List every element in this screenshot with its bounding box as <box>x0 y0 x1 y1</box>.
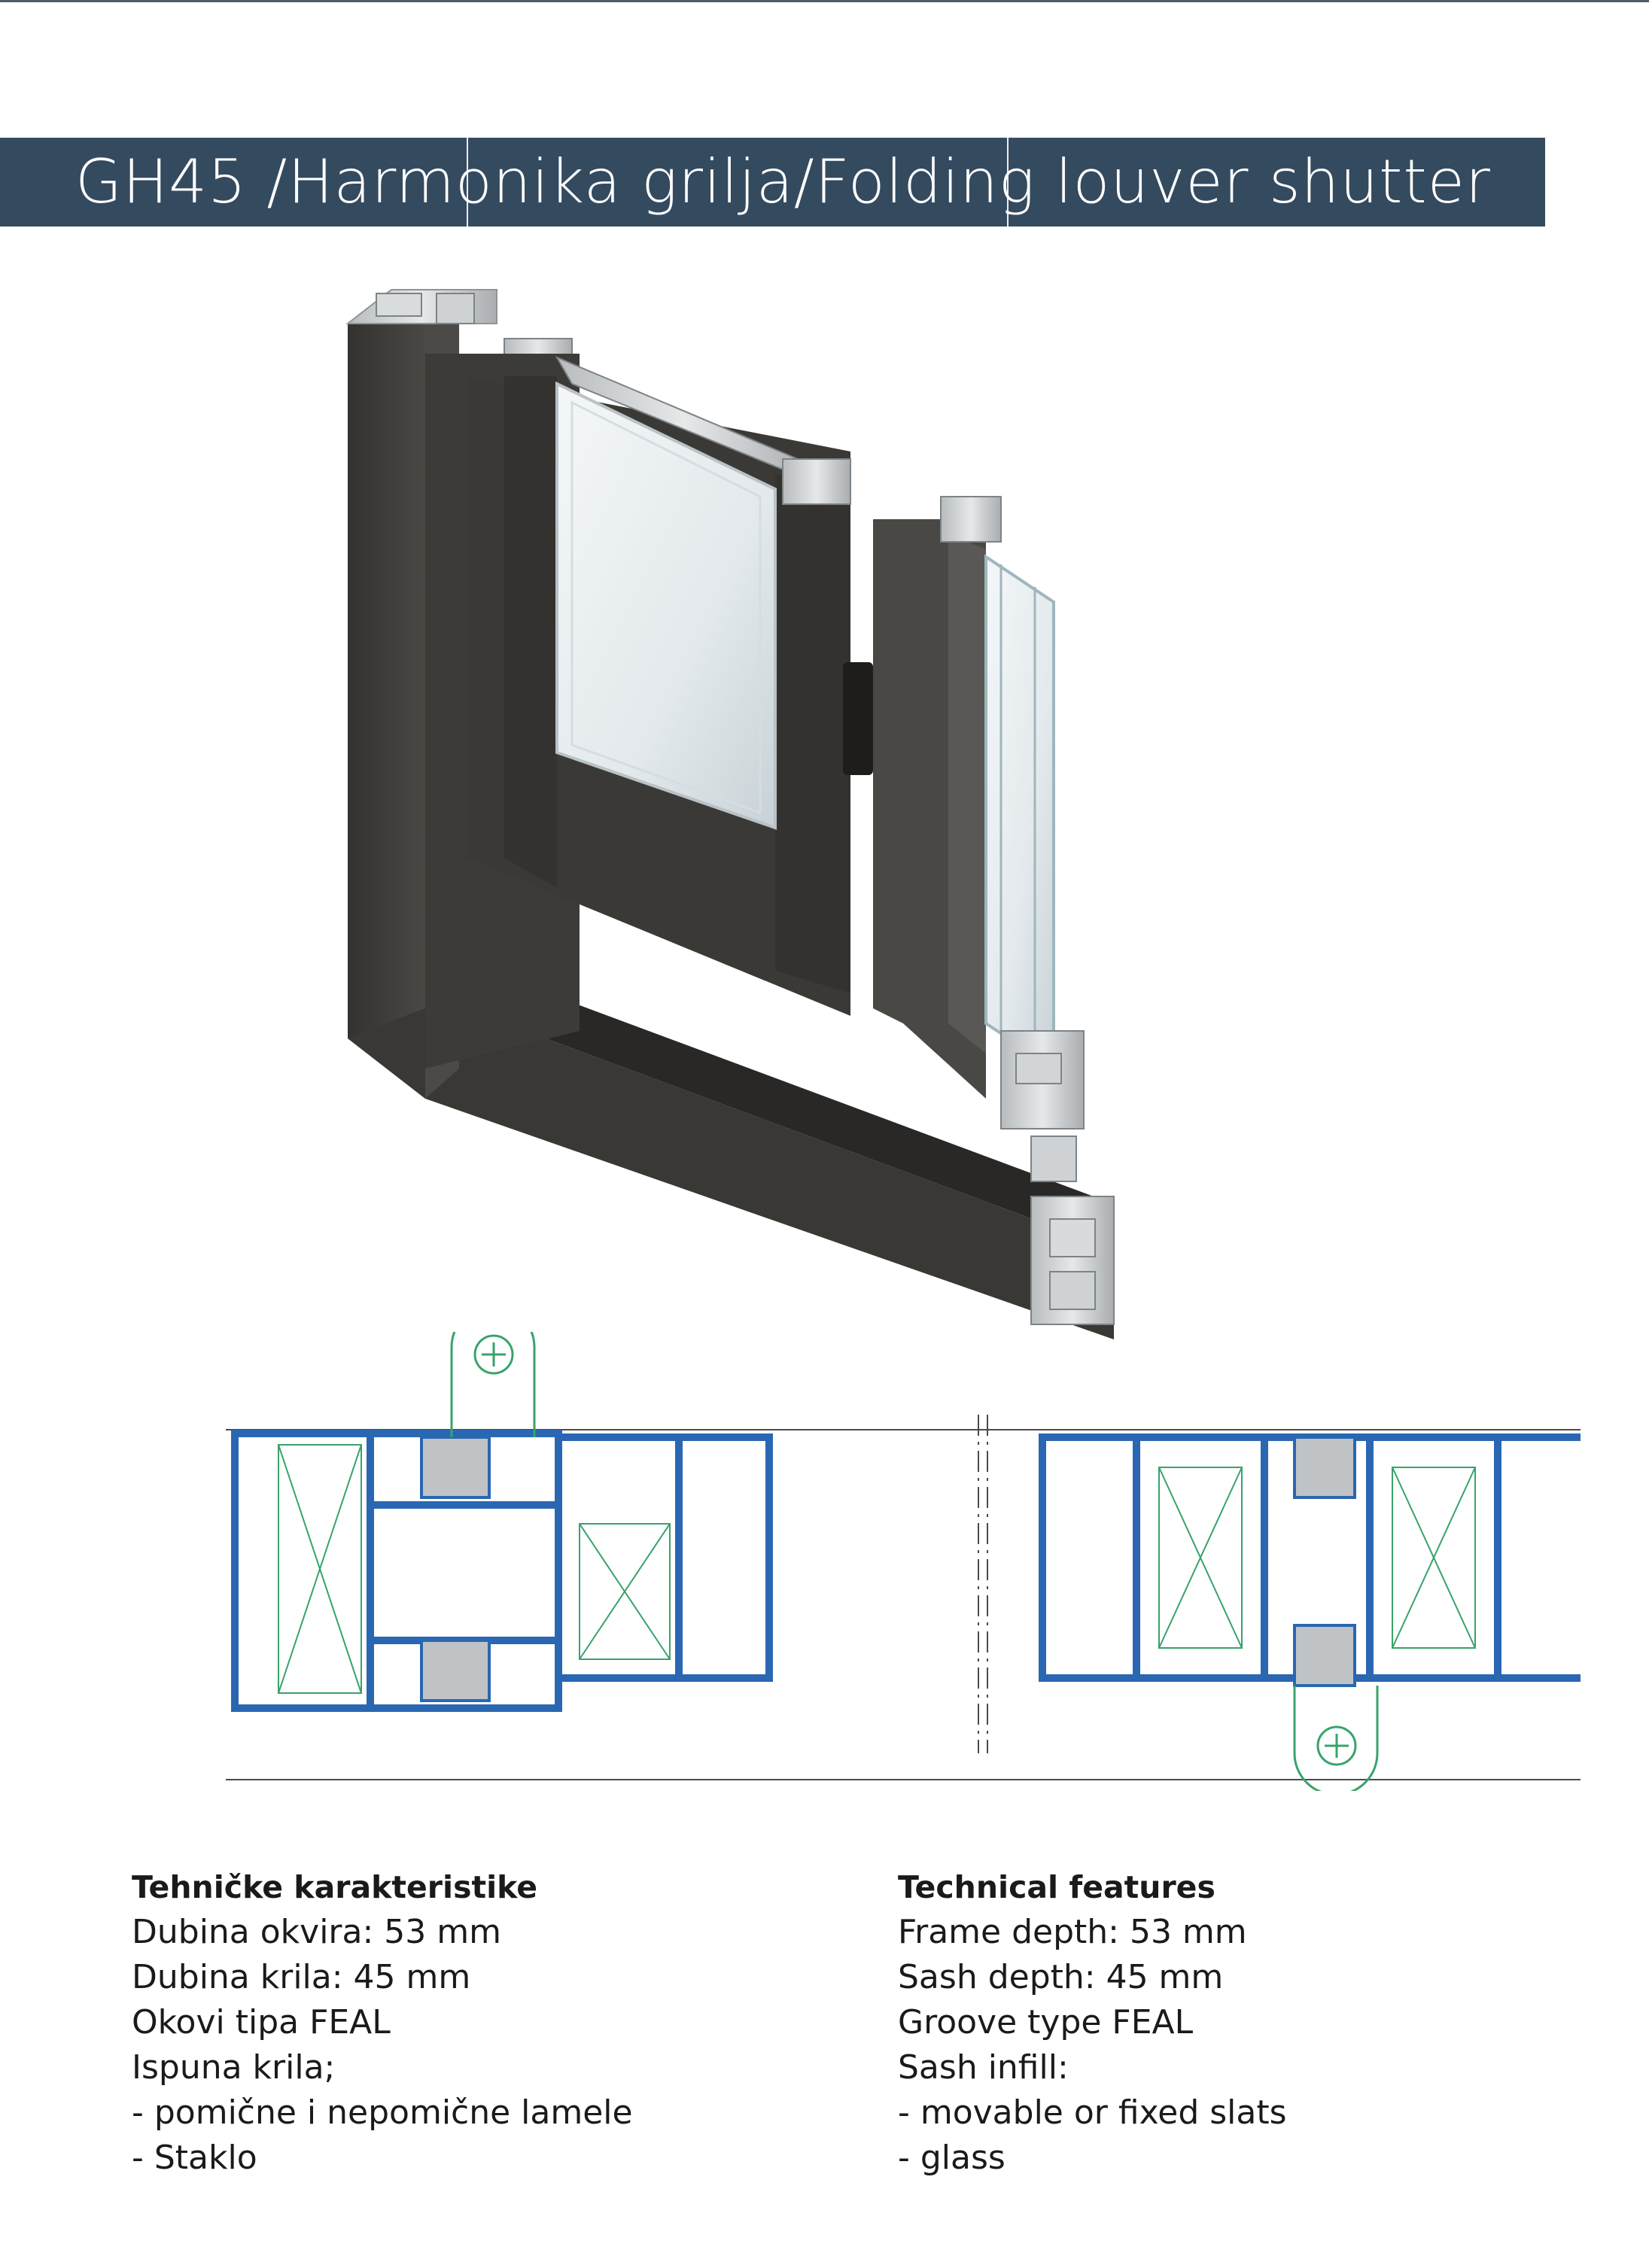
feature-line: Dubina krila: 45 mm <box>132 1958 471 1996</box>
features-en: Technical features Frame depth: 53 mm Sa… <box>898 1865 1575 2181</box>
frame-profile-left <box>231 1430 773 1712</box>
top-rule <box>0 0 1649 2</box>
gaskets-left <box>420 1436 491 1702</box>
frame-glazing-left <box>278 1444 671 1694</box>
feature-line: Sash infill: <box>898 2048 1069 2087</box>
title-divider <box>467 138 468 226</box>
sash-right <box>873 496 1085 1182</box>
feature-line: - glass <box>898 2139 1006 2177</box>
feature-line: Groove type FEAL <box>898 2003 1194 2042</box>
features-local-heading: Tehničke karakteristike <box>132 1869 538 1905</box>
cross-section-drawing <box>226 1332 1581 1791</box>
feature-line: Okovi tipa FEAL <box>132 2003 391 2042</box>
title-bar: GH45 /Harmonika grilja/Folding louver sh… <box>0 138 1545 226</box>
features-local: Tehničke karakteristike Dubina okvira: 5… <box>132 1865 809 2181</box>
title-divider <box>1007 138 1009 226</box>
feature-line: Frame depth: 53 mm <box>898 1913 1247 1951</box>
profile-cut-bottom <box>1030 1196 1115 1325</box>
hinge-left <box>450 1332 536 1437</box>
sash-profile-right <box>1039 1433 1581 1682</box>
feature-line: - movable or fixed slats <box>898 2093 1287 2132</box>
sash-glazing-right <box>1158 1467 1476 1649</box>
gaskets-right <box>1293 1436 1356 1687</box>
sash-left <box>425 354 873 1069</box>
feature-line: Ispuna krila; <box>132 2048 336 2087</box>
page-title: GH45 /Harmonika grilja/Folding louver sh… <box>75 147 1491 217</box>
feature-line: - Staklo <box>132 2139 257 2177</box>
feature-line: Dubina okvira: 53 mm <box>132 1913 501 1951</box>
feature-line: Sash depth: 45 mm <box>898 1958 1224 1996</box>
features-en-heading: Technical features <box>898 1869 1215 1905</box>
product-render <box>345 289 1115 1339</box>
feature-line: - pomične i nepomične lamele <box>132 2093 633 2132</box>
hinge-right <box>1293 1686 1379 1791</box>
